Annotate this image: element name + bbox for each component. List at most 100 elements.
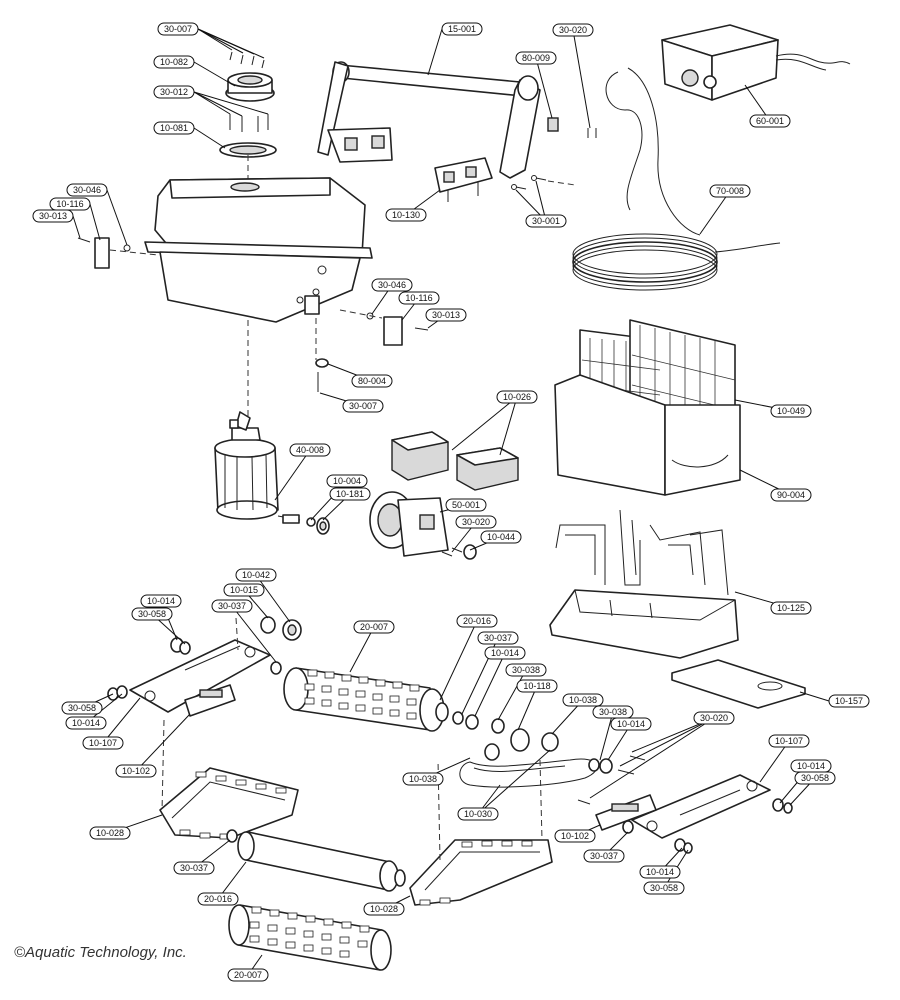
label-34: 10-125: [770, 601, 812, 615]
label-30: 10-014: [140, 594, 182, 608]
motor-40-008: [214, 411, 301, 524]
screws-30-020-top: [587, 128, 597, 138]
label-6: 30-013: [32, 209, 74, 223]
label-45: 30-058: [61, 701, 103, 715]
label-40-text: 10-038: [569, 695, 597, 705]
clip-80-009: [547, 117, 559, 132]
label-36-text: 30-037: [484, 633, 512, 643]
track-left-10-028: [159, 767, 299, 840]
label-44: 10-107: [768, 734, 810, 748]
label-26: 30-020: [455, 515, 497, 529]
washer-30-037-left: [270, 661, 282, 675]
label-58-text: 30-037: [180, 863, 208, 873]
label-35-text: 20-016: [463, 616, 491, 626]
label-45-text: 30-058: [68, 703, 96, 713]
label-30-text: 10-014: [147, 596, 175, 606]
washers-left: [107, 637, 191, 701]
label-31: 30-058: [131, 607, 173, 621]
label-25: 50-001: [445, 498, 487, 512]
filter-tray-90-004: [554, 374, 741, 496]
copyright-notice: ©Aquatic Technology, Inc.: [14, 944, 187, 961]
label-28: 10-042: [235, 568, 277, 582]
label-15: 10-116: [398, 291, 440, 305]
label-22-text: 10-004: [333, 476, 361, 486]
label-13-text: 70-008: [716, 186, 744, 196]
label-7-text: 15-001: [448, 24, 476, 34]
label-35: 20-016: [456, 614, 498, 628]
label-8: 80-009: [515, 51, 557, 65]
label-48-text: 10-102: [122, 766, 150, 776]
drive-gears-10-118: [484, 728, 559, 761]
label-15-text: 10-116: [405, 293, 432, 303]
label-26-text: 30-020: [462, 517, 490, 527]
label-21-text: 40-008: [296, 445, 324, 455]
label-60-text: 10-028: [370, 904, 398, 914]
label-4: 30-046: [66, 183, 108, 197]
label-22: 10-004: [326, 474, 368, 488]
label-10-text: 60-001: [756, 116, 784, 126]
label-37-text: 10-014: [491, 648, 519, 658]
label-47: 10-107: [82, 736, 124, 750]
label-61-text: 20-007: [234, 970, 262, 980]
label-58: 30-037: [173, 861, 215, 875]
label-42-text: 10-014: [617, 719, 645, 729]
label-9-text: 30-020: [559, 25, 587, 35]
bushings-10-015-10-042: [260, 616, 302, 641]
label-19: 10-049: [770, 404, 812, 418]
label-39-text: 10-118: [523, 681, 550, 691]
brush-roller-20-007-top: [283, 667, 449, 732]
label-11-text: 10-130: [392, 210, 420, 220]
label-2: 30-012: [153, 85, 195, 99]
label-55-text: 10-014: [646, 867, 674, 877]
bracket-right-10-116: [339, 309, 429, 346]
label-34-text: 10-125: [777, 603, 805, 613]
label-7: 15-001: [441, 22, 483, 36]
label-53-text: 10-102: [561, 831, 589, 841]
label-4-text: 30-046: [73, 185, 101, 195]
label-49-text: 10-038: [409, 774, 437, 784]
label-49: 10-038: [402, 772, 444, 786]
label-56: 30-058: [643, 881, 685, 895]
label-61: 20-007: [227, 968, 269, 982]
label-6-text: 30-013: [39, 211, 67, 221]
label-52: 30-058: [794, 771, 836, 785]
label-14: 30-046: [371, 278, 413, 292]
screws-30-001: [511, 175, 576, 190]
label-46-text: 10-014: [72, 718, 100, 728]
label-33-text: 20-007: [360, 622, 388, 632]
label-8-text: 80-009: [522, 53, 550, 63]
screws-top: [229, 51, 265, 69]
label-12-text: 30-001: [532, 216, 560, 226]
label-19-text: 10-049: [777, 406, 805, 416]
label-50: 10-030: [457, 807, 499, 821]
label-27-text: 10-044: [487, 532, 515, 542]
foam-blocks-10-026: [391, 431, 519, 491]
label-2-text: 30-012: [160, 87, 188, 97]
label-32: 30-037: [211, 599, 253, 613]
label-11: 10-130: [385, 208, 427, 222]
label-47-text: 10-107: [89, 738, 117, 748]
label-44-text: 10-107: [775, 736, 803, 746]
label-12: 30-001: [525, 214, 567, 228]
label-14-text: 30-046: [378, 280, 406, 290]
label-5: 10-116: [49, 197, 91, 211]
label-32-text: 30-037: [218, 601, 246, 611]
label-51: 10-014: [790, 759, 832, 773]
label-62-text: 10-157: [835, 696, 863, 706]
washer-30-037-bottom: [226, 829, 238, 843]
pump-50-001: [369, 491, 449, 557]
label-20-text: 10-026: [503, 392, 531, 402]
label-42: 10-014: [610, 717, 652, 731]
label-10: 60-001: [749, 114, 791, 128]
nut-10-044: [463, 544, 477, 560]
brush-roller-20-007-bottom: [228, 904, 392, 971]
label-48: 10-102: [115, 764, 157, 778]
label-16-text: 30-013: [432, 310, 460, 320]
seal-ring-10-081: [219, 142, 277, 158]
screws-mid: [229, 114, 269, 132]
label-24: 90-004: [770, 488, 812, 502]
axle-tube-20-016: [237, 831, 406, 892]
label-54: 30-037: [583, 849, 625, 863]
label-25-text: 50-001: [452, 500, 480, 510]
label-38-text: 30-038: [512, 665, 540, 675]
